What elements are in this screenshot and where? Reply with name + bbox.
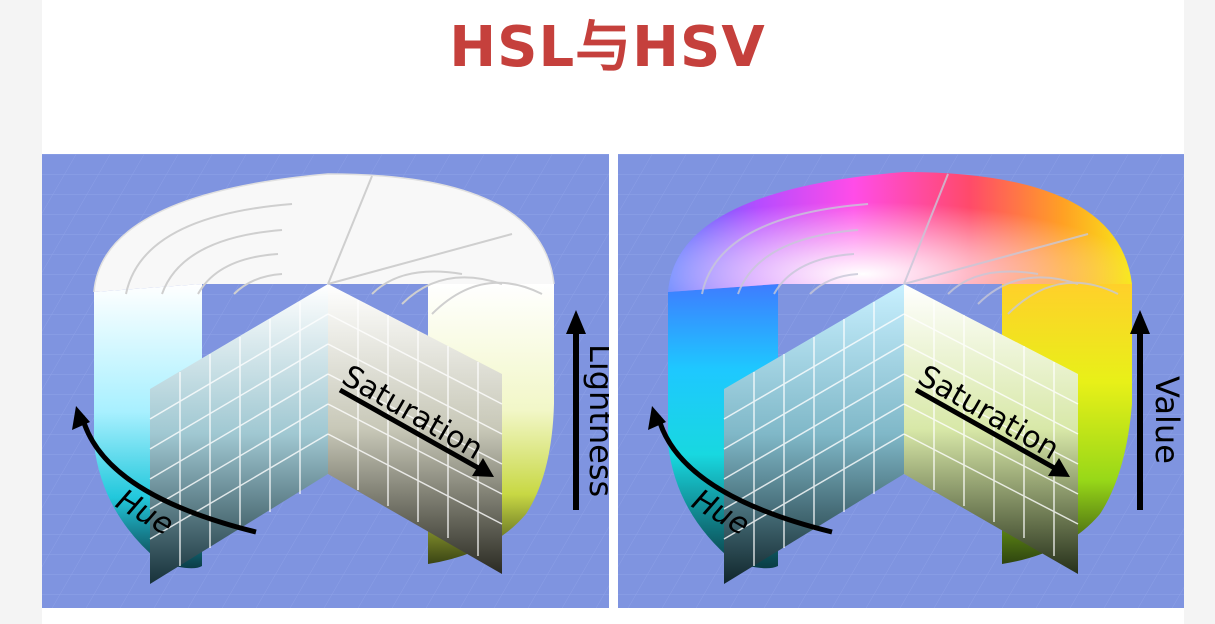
- saturation-arrow: [914, 387, 1070, 477]
- value-arrow: [1130, 310, 1150, 510]
- saturation-arrow: [338, 387, 494, 477]
- hsl-diagram-panel: Saturation Lightness Hue: [42, 154, 609, 608]
- hsv-cylinder: [668, 172, 1132, 584]
- slide-title: HSL与HSV: [449, 15, 766, 80]
- hsl-cylinder: [93, 173, 555, 584]
- lightness-label: Lightness: [582, 344, 609, 497]
- lightness-arrow: [566, 310, 586, 510]
- hsv-diagram-panel: Saturation Value Hue: [618, 154, 1184, 608]
- hsv-cylinder-illustration: Saturation Value Hue: [618, 154, 1184, 608]
- hsl-cylinder-illustration: Saturation Lightness Hue: [42, 154, 609, 608]
- value-label: Value: [1148, 376, 1184, 464]
- panel-divider: [609, 154, 618, 608]
- hue-arrow: [648, 406, 833, 535]
- hue-arrow: [72, 406, 257, 535]
